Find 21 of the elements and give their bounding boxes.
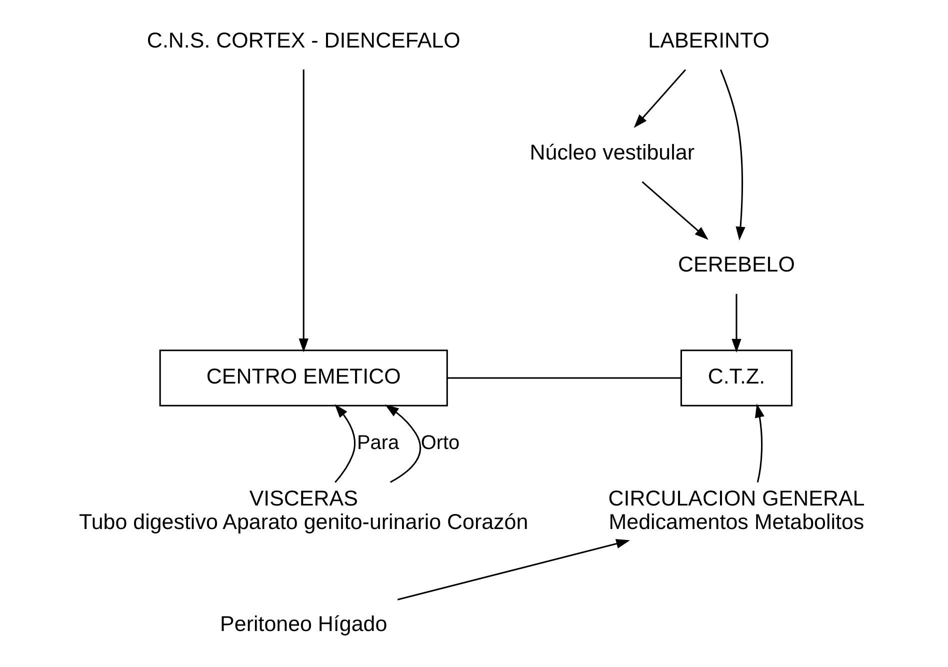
node-box: C.T.Z. — [680, 350, 792, 406]
arrow — [634, 69, 686, 128]
node-box: CENTRO EMETICO — [159, 350, 448, 406]
connector — [447, 377, 682, 379]
node-text: Núcleo vestibular — [530, 140, 694, 165]
node-text: C.N.S. CORTEX - DIENCEFALO — [146, 28, 460, 53]
arrow — [384, 404, 422, 483]
arrow — [642, 181, 708, 240]
node-text: LABERINTO — [648, 28, 770, 53]
arrow — [397, 538, 630, 600]
edge-label: Para — [357, 432, 400, 454]
node-text: CEREBELO — [678, 252, 795, 277]
arrow — [720, 69, 746, 241]
arrow — [334, 404, 356, 483]
node-text: Peritoneo Hígado — [220, 612, 388, 636]
arrow — [732, 294, 742, 353]
node-text: CIRCULACION GENERAL Medicamentos Metabolitos — [608, 486, 865, 534]
node-text: VISCERAS Tubo digestivo Aparato genito-urinario Corazón — [79, 486, 528, 534]
arrow — [754, 404, 764, 482]
edge-label: Orto — [420, 432, 460, 454]
arrow — [298, 70, 308, 352]
